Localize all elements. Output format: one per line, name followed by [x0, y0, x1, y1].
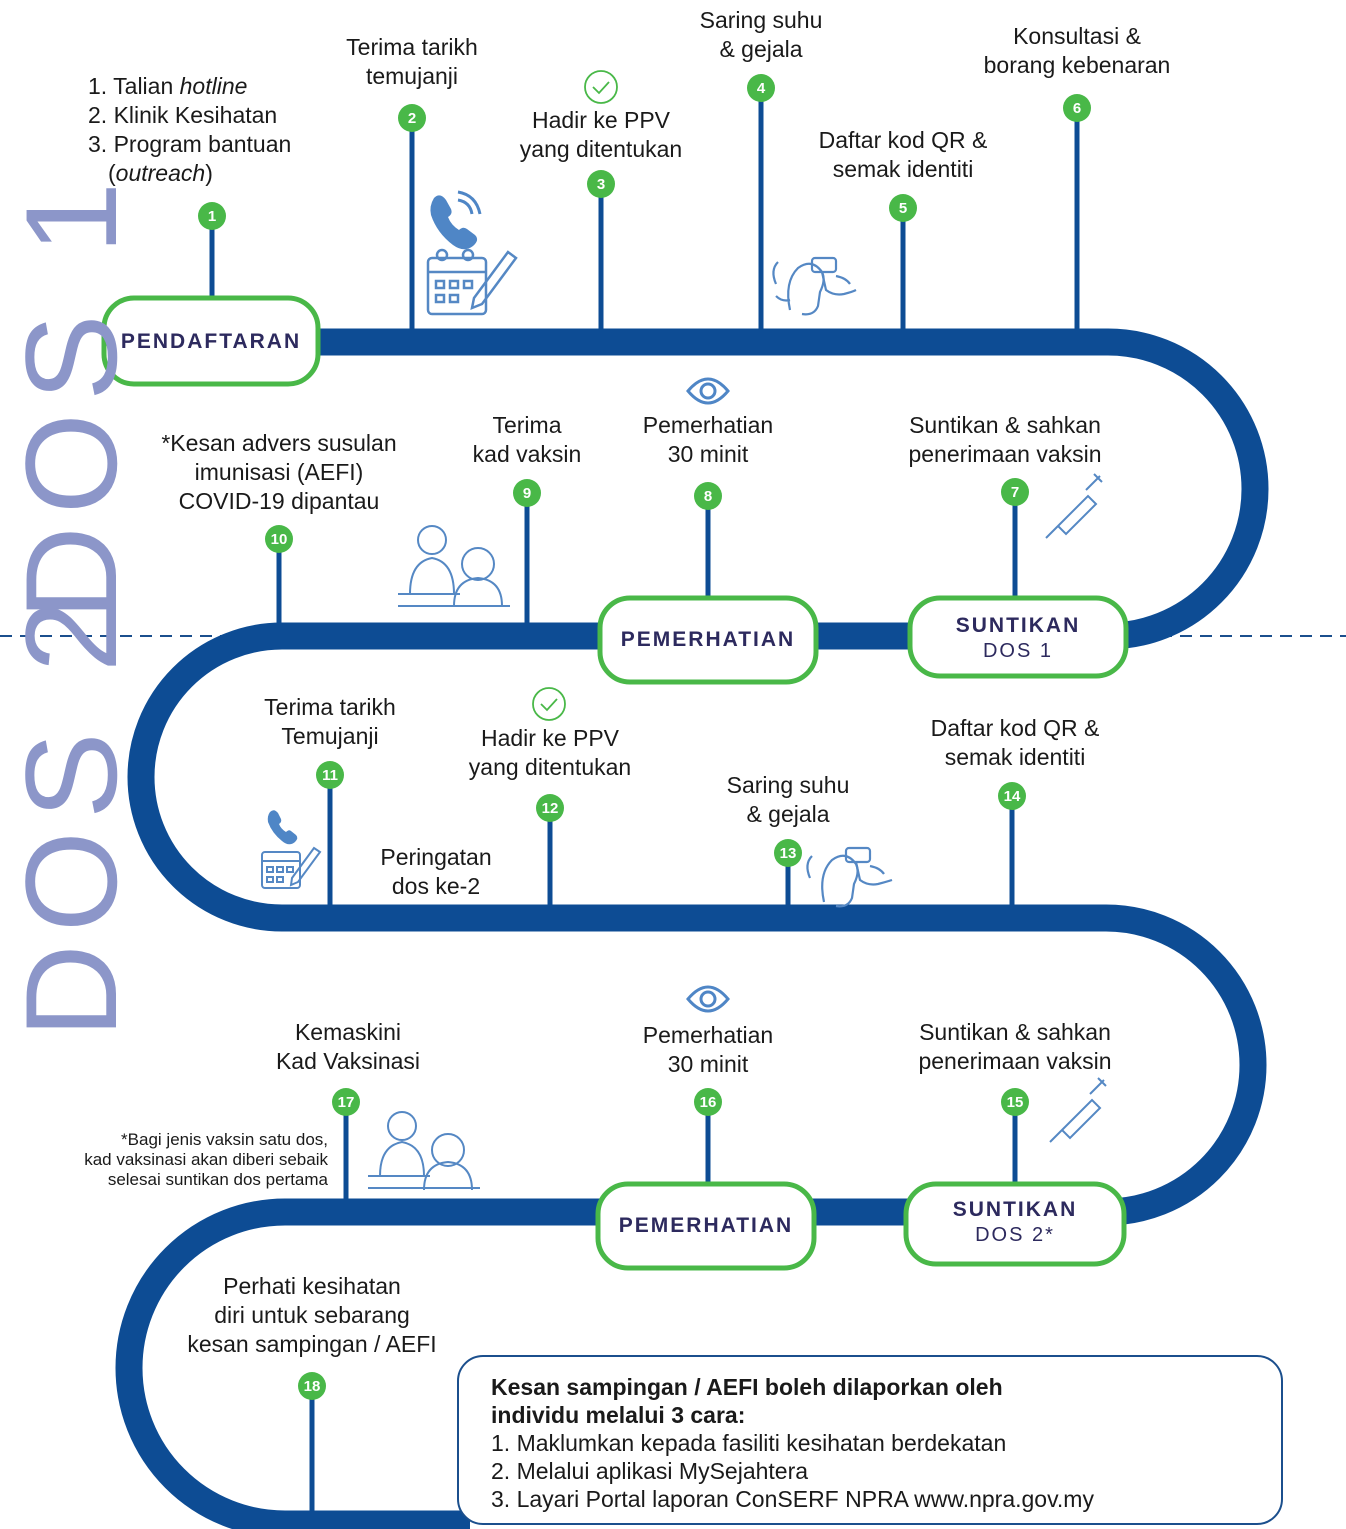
step-5-label: Daftar kod QR &semak identiti [818, 127, 988, 182]
step-1-label: 1. Talian hotline 2. Klinik Kesihatan 3.… [88, 73, 292, 186]
syringe-icon [1049, 1077, 1107, 1143]
check-circle-icon [584, 70, 618, 104]
syringe-icon [1045, 473, 1103, 539]
step-node-3: 3 [587, 170, 615, 198]
dos1-side-title: DOS 1 [0, 169, 144, 620]
svg-text:2: 2 [408, 110, 416, 127]
suntikan-dos1-sublabel: DOS 1 [982, 640, 1054, 662]
step-node-4: 4 [747, 74, 775, 102]
road-path [115, 328, 1269, 1529]
step-node-14: 14 [998, 782, 1026, 810]
pemerhatian-2-label: PEMERHATIAN [618, 1214, 794, 1237]
step-13-label: Saring suhu& gejala [726, 772, 850, 827]
aefi-report-box: Kesan sampingan / AEFI boleh dilaporkan … [457, 1355, 1283, 1525]
step-node-10: 10 [265, 525, 293, 553]
aefi-box-item: 3. Layari Portal laporan ConSERF NPRA ww… [491, 1486, 1094, 1512]
step-node-18: 18 [298, 1372, 326, 1400]
pill-pemerhatian-1 [597, 595, 819, 685]
svg-text:18: 18 [304, 1378, 321, 1395]
pencil-icon [470, 250, 518, 311]
doctor-patient-icon [368, 1111, 480, 1191]
step-node-9: 9 [513, 479, 541, 507]
pill-suntikan-dos1 [907, 595, 1129, 679]
pemerhatian-1-label: PEMERHATIAN [620, 628, 796, 651]
suntikan-dos1-label: SUNTIKAN [955, 614, 1081, 637]
pencil-icon [289, 846, 322, 887]
svg-text:11: 11 [322, 767, 338, 784]
suntikan-dos2-label: SUNTIKAN [952, 1198, 1078, 1221]
svg-text:12: 12 [542, 800, 559, 817]
step-node-7: 7 [1001, 478, 1029, 506]
thermometer-scan-icon [772, 256, 857, 316]
step-node-6: 6 [1063, 94, 1091, 122]
dos2-side-title: DOS 2 [0, 587, 144, 1038]
svg-text:8: 8 [704, 488, 712, 505]
single-dose-note: *Bagi jenis vaksin satu dos,kad vaksinas… [84, 1130, 328, 1189]
svg-text:14: 14 [1004, 788, 1021, 805]
step-4-label: Saring suhu& gejala [699, 7, 823, 62]
step-node-8: 8 [694, 482, 722, 510]
svg-text:1: 1 [208, 208, 216, 225]
step-node-13: 13 [774, 839, 802, 867]
eye-icon [686, 377, 730, 405]
check-circle-icon [532, 687, 566, 721]
pill-pendaftaran [101, 295, 321, 387]
step-node-15: 15 [1001, 1088, 1029, 1116]
step-node-2: 2 [398, 104, 426, 132]
aefi-box-item: 1. Maklumkan kepada fasiliti kesihatan b… [491, 1430, 1007, 1456]
phone-icon [267, 810, 298, 845]
thermometer-scan-icon [806, 846, 893, 908]
svg-text:10: 10 [271, 531, 288, 548]
aefi-box-item: 2. Melalui aplikasi MySejahtera [491, 1458, 809, 1484]
pill-suntikan-dos2 [903, 1181, 1127, 1267]
pendaftaran-label: PENDAFTARAN [120, 330, 302, 353]
svg-text:13: 13 [780, 845, 797, 862]
svg-text:7: 7 [1011, 484, 1019, 501]
svg-text:6: 6 [1073, 100, 1081, 117]
eye-icon [686, 985, 730, 1013]
calendar-icon [261, 851, 301, 889]
aefi-box-title: Kesan sampingan / AEFI boleh dilaporkan … [491, 1374, 1003, 1400]
step-6-label: Konsultasi &borang kebenaran [983, 23, 1171, 78]
step-nodes: 1 2 3 4 5 6 7 8 9 10 11 12 13 14 15 16 1… [198, 74, 1091, 1400]
svg-text:3: 3 [597, 176, 605, 193]
svg-text:4: 4 [757, 80, 766, 97]
suntikan-dos2-sublabel: DOS 2* [975, 1224, 1055, 1246]
doctor-patient-icon [398, 525, 510, 607]
svg-text:5: 5 [899, 200, 907, 217]
calendar-icon [426, 248, 488, 316]
phone-icon [430, 190, 482, 250]
step-14-label: Daftar kod QR &semak identiti [930, 715, 1100, 770]
step-node-5: 5 [889, 194, 917, 222]
aefi-box-title-2: individu melalui 3 cara: [491, 1402, 746, 1428]
step-node-11: 11 [316, 761, 344, 789]
step-node-12: 12 [536, 794, 564, 822]
step-node-17: 17 [332, 1088, 360, 1116]
svg-text:17: 17 [338, 1094, 355, 1111]
step-node-16: 16 [694, 1088, 722, 1116]
svg-text:9: 9 [523, 485, 531, 502]
pill-pemerhatian-2 [595, 1181, 817, 1271]
svg-text:16: 16 [700, 1094, 717, 1111]
step-node-1: 1 [198, 202, 226, 230]
svg-text:15: 15 [1007, 1094, 1024, 1111]
